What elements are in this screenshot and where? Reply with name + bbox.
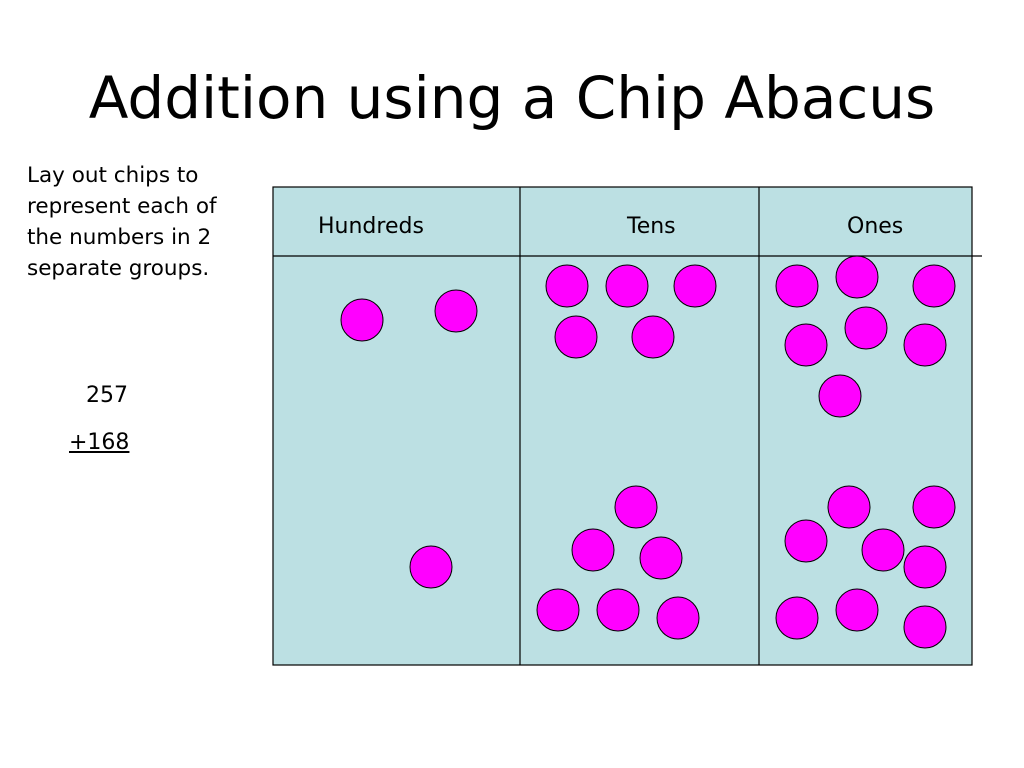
chip-tens-bottom[interactable] [656,596,700,640]
chip-tens-top[interactable] [631,315,675,359]
chip-hundreds-top[interactable] [340,298,384,342]
chip-hundreds-bottom[interactable] [409,545,453,589]
addend-bottom: +168 [69,430,130,455]
chip-tens-top[interactable] [673,264,717,308]
chips-layer [340,255,956,649]
addend-top: 257 [86,383,128,408]
chip-ones-bottom[interactable] [903,605,947,649]
chip-tens-top[interactable] [554,315,598,359]
chip-tens-bottom[interactable] [596,588,640,632]
chip-ones-top[interactable] [903,323,947,367]
column-label-tens: Tens [626,214,676,239]
chip-ones-top[interactable] [818,374,862,418]
chip-ones-top[interactable] [775,264,819,308]
chip-tens-bottom[interactable] [536,588,580,632]
chip-hundreds-top[interactable] [434,289,478,333]
chip-ones-top[interactable] [844,306,888,350]
chip-tens-bottom[interactable] [639,536,683,580]
chip-ones-bottom[interactable] [775,596,819,640]
chip-ones-bottom[interactable] [835,588,879,632]
chip-ones-bottom[interactable] [784,519,828,563]
column-label-ones: Ones [847,214,903,239]
chip-ones-bottom[interactable] [903,545,947,589]
column-label-hundreds: Hundreds [318,214,424,239]
chip-ones-top[interactable] [912,264,956,308]
chip-tens-bottom[interactable] [614,485,658,529]
chip-ones-bottom[interactable] [827,485,871,529]
chip-ones-top[interactable] [835,255,879,299]
chip-tens-bottom[interactable] [571,528,615,572]
chip-tens-top[interactable] [605,264,649,308]
chip-ones-bottom[interactable] [912,485,956,529]
slide-title: Addition using a Chip Abacus [88,64,936,132]
chip-tens-top[interactable] [545,264,589,308]
chip-ones-bottom[interactable] [861,528,905,572]
chip-ones-top[interactable] [784,323,828,367]
instructions-text: Lay out chips to represent each of the n… [27,163,217,281]
